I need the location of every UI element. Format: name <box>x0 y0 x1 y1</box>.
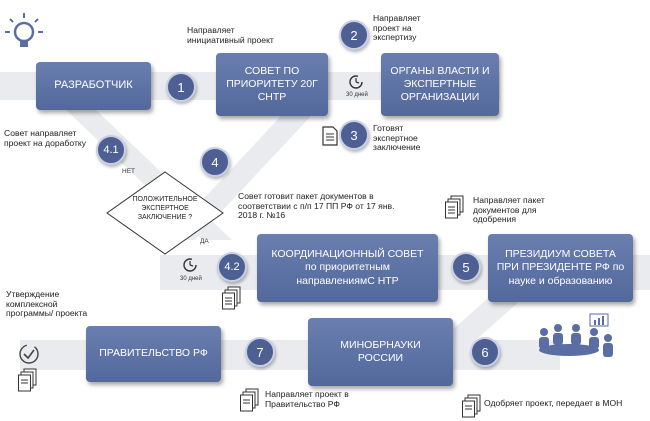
council-line1: СОВЕТ ПО <box>244 64 300 77</box>
decision-no-label: НЕТ <box>122 168 135 175</box>
presidium-line1: ПРЕЗИДИУМ СОВЕТА <box>505 248 616 261</box>
minobrnauki-box: МИНОБРНАУКИ РОССИИ <box>308 318 453 386</box>
step-5-badge: 5 <box>451 252 481 282</box>
note-step-7: Направляет проект в Правительство РФ <box>265 389 349 409</box>
note-step-1: Направляет инициативный проект <box>187 25 274 45</box>
step-6-badge: 6 <box>470 337 500 367</box>
document-icon <box>322 126 338 146</box>
decision-question: ПОЛОЖИТЕЛЬНОЕ ЭКСПЕРТНОЕ ЗАКЛЮЧЕНИЕ ? <box>132 196 198 221</box>
presidium-line2: ПРИ ПРЕЗИДЕНТЕ РФ по <box>496 261 625 274</box>
council-line3: СНТР <box>257 91 287 104</box>
council-line2: ПРИОРИТЕТУ 20Г <box>226 77 318 90</box>
step-4-1-badge: 4.1 <box>96 135 126 165</box>
priority-council-box: СОВЕТ ПО ПРИОРИТЕТУ 20Г СНТР <box>216 53 328 116</box>
step-1-badge: 1 <box>166 72 196 102</box>
government-label: ПРАВИТЕЛЬСТВО РФ <box>99 347 208 360</box>
authorities-line2: ЭКСПЕРТНЫЕ <box>403 77 477 90</box>
timer-label: 30 дней <box>180 276 202 282</box>
coord-line2: по приоритетным <box>305 261 390 274</box>
approved-check-icon <box>19 344 39 364</box>
documents-stack-icon <box>462 394 481 418</box>
step-3-badge: 3 <box>339 120 369 150</box>
coord-line3: направлениямС НТР <box>296 274 399 287</box>
coordination-council-box: КООРДИНАЦИОННЫЙ СОВЕТ по приоритетным на… <box>257 234 438 302</box>
note-step-6: Одобряет проект, передает в МОН <box>484 398 623 408</box>
step-2-badge: 2 <box>339 20 369 50</box>
step-7-badge: 7 <box>245 337 275 367</box>
documents-stack-icon <box>222 286 241 310</box>
step-4-2-badge: 4.2 <box>217 252 247 282</box>
note-step-4-2: Совет готовит пакет документов в соответ… <box>238 191 395 221</box>
lightbulb-icon <box>5 13 43 47</box>
documents-stack-icon <box>18 368 37 392</box>
clock-icon <box>183 258 197 272</box>
note-step-5: Направляет пакет документов для одобрени… <box>473 195 545 225</box>
authorities-box: ОРГАНЫ ВЛАСТИ И ЭКСПЕРТНЫЕ ОРГАНИЗАЦИИ <box>381 53 499 116</box>
note-step-2: Направляет проект на экспертизу <box>373 13 421 43</box>
minobr-line2: РОССИИ <box>357 352 404 364</box>
authorities-line1: ОРГАНЫ ВЛАСТИ И <box>390 64 490 77</box>
note-approval: Утверждение комплексной программы/ проек… <box>6 289 88 319</box>
authorities-line3: ОРГАНИЗАЦИИ <box>400 91 480 104</box>
note-step-4-1: Совет направляет проект на доработку <box>4 128 87 148</box>
meeting-icon <box>539 313 613 357</box>
clock-icon <box>349 75 363 89</box>
decision-yes-label: ДА <box>200 238 209 245</box>
step-4-badge: 4 <box>200 147 230 177</box>
documents-stack-icon <box>240 388 259 412</box>
note-step-3: Готовят экспертное заключение <box>373 123 421 153</box>
developer-label: РАЗРАБОТЧИК <box>54 79 133 92</box>
minobr-line1: МИНОБРНАУКИ <box>340 338 421 351</box>
government-box: ПРАВИТЕЛЬСТВО РФ <box>86 326 221 382</box>
developer-box: РАЗРАБОТЧИК <box>36 62 151 110</box>
presidium-box: ПРЕЗИДИУМ СОВЕТА ПРИ ПРЕЗИДЕНТЕ РФ по на… <box>488 234 633 302</box>
documents-stack-icon <box>445 195 464 219</box>
presidium-line3: науке и образованию <box>508 274 613 287</box>
coord-line1: КООРДИНАЦИОННЫЙ СОВЕТ <box>271 248 424 261</box>
timer-label: 30 дней <box>346 92 368 98</box>
